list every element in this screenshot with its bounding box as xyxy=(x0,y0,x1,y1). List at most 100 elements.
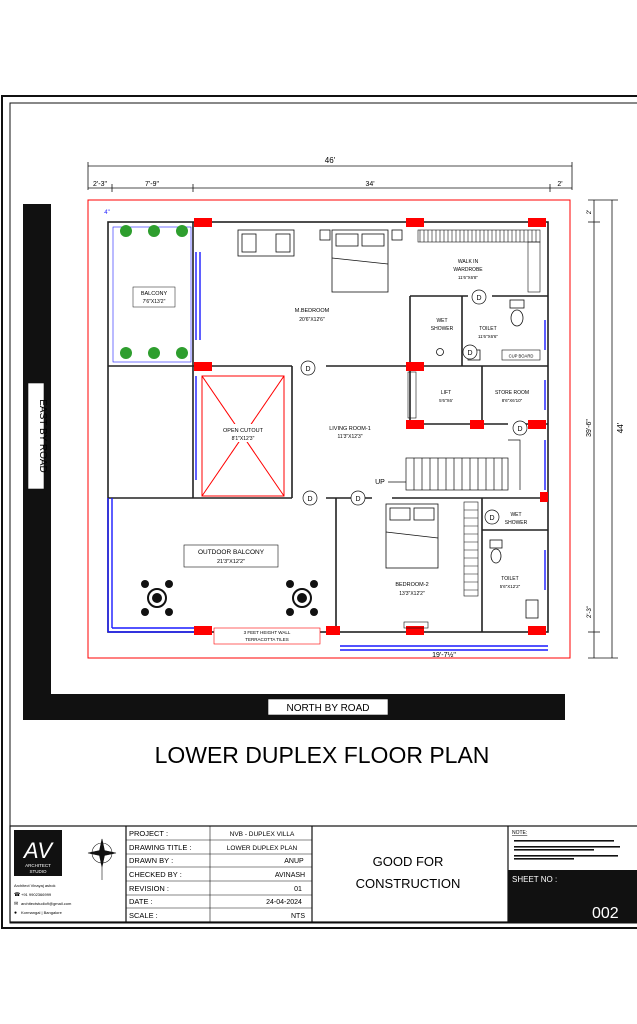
outdoor-balcony-name: OUTDOOR BALCONY xyxy=(198,549,265,556)
double-bed-icon xyxy=(319,229,403,293)
lift-size: 5'6"X6' xyxy=(439,398,453,403)
toilet-1-size: 11'6"X6'6" xyxy=(478,334,498,339)
field-project-label: PROJECT : xyxy=(129,829,168,838)
walk-in-size: 11'6"X6'8" xyxy=(458,275,478,280)
field-date-value: 24-04-2024 xyxy=(266,899,302,906)
walk-in-name-2: WARDROBE xyxy=(453,267,483,273)
field-drawn-by-label: DRAWN BY : xyxy=(129,856,173,865)
wc-icon xyxy=(509,299,525,327)
field-date-label: DATE : xyxy=(129,897,153,906)
bedroom-2-name: BEDROOM-2 xyxy=(395,582,428,588)
sheet-outer-border xyxy=(1,95,637,929)
door-tag-2: D xyxy=(307,496,312,503)
architect-name: Architect Vinayaj ashok xyxy=(14,883,56,888)
notes-text-lines xyxy=(514,840,620,860)
drawing-title: LOWER DUPLEX FLOOR PLAN xyxy=(155,742,490,768)
dim-right-bottom: 2'-3" xyxy=(587,606,593,618)
sheet-inner-border xyxy=(9,102,637,924)
status-line-1: GOOD FOR xyxy=(373,854,444,869)
title-field-grid xyxy=(126,826,312,922)
notes-heading: NOTE: xyxy=(512,830,527,836)
door-tag-6: D xyxy=(517,426,522,433)
bed-2-icon xyxy=(385,503,439,569)
field-drawing-title-value: LOWER DUPLEX PLAN xyxy=(227,845,298,852)
north-road-label-box xyxy=(267,698,389,716)
sofa-icon xyxy=(237,229,295,257)
contact-phone: +91 9902366999 xyxy=(21,892,52,897)
wet-shower-2-name-2: SHOWER xyxy=(505,520,528,526)
stair-up-label: UP xyxy=(375,479,385,486)
toilet-1-name: TOILET xyxy=(479,326,496,332)
glazing-lines xyxy=(107,252,548,651)
field-project-value: NVB - DUPLEX VILLA xyxy=(230,831,295,838)
mail-icon: ✉ xyxy=(14,901,18,907)
field-scale-label: SCALE : xyxy=(129,911,158,920)
field-checked-by-label: CHECKED BY : xyxy=(129,870,182,879)
master-bedroom-size: 20'6"X12'6" xyxy=(299,317,325,323)
balcony-label-box xyxy=(132,286,176,308)
balcony-name: BALCONY xyxy=(141,291,168,297)
wardrobe-rail xyxy=(417,229,541,293)
north-road-label: NORTH BY ROAD xyxy=(287,703,370,714)
wet-shower-2-name-1: WET xyxy=(510,512,521,518)
dim-right-total: 44' xyxy=(616,422,625,433)
dim-seg-2: 7'-9" xyxy=(145,181,159,188)
cup-board-label: CUP BOARD xyxy=(509,354,534,359)
toilet-2-size: 5'6"X12'2" xyxy=(500,584,521,589)
dim-overall-width: 46' xyxy=(325,156,336,165)
wall-note-1: 3 FEET HEIGHT WALL xyxy=(244,630,291,635)
dim-seg-3: 34' xyxy=(365,181,374,188)
dim-small-top: 4" xyxy=(104,210,109,216)
shower-head-icon xyxy=(436,348,444,356)
balcony-size: 7'6"X13'2" xyxy=(143,299,166,305)
sheet-no-label: SHEET NO : xyxy=(512,875,557,884)
dim-seg-4: 2' xyxy=(557,181,562,188)
dim-right-main: 39'-6" xyxy=(586,419,593,437)
field-drawing-title-label: DRAWING TITLE : xyxy=(129,843,192,852)
washbasin-2-icon xyxy=(525,599,539,619)
logo-text: AV xyxy=(22,838,54,863)
field-checked-by-value: AVINASH xyxy=(275,872,305,879)
right-dimensions xyxy=(588,199,618,659)
lift-frame xyxy=(407,371,417,419)
field-revision-label: REVISION : xyxy=(129,884,169,893)
east-road-label: EAST BY ROAD xyxy=(37,399,48,473)
outdoor-balcony-size: 21'3"X12'2" xyxy=(217,559,245,565)
door-tag-4: D xyxy=(476,295,481,302)
wall-note-box xyxy=(213,627,321,645)
bedroom-2-size: 13'3"X12'2" xyxy=(399,591,425,597)
studio-line-1: ARCHITECT xyxy=(25,863,51,868)
contact-location: Kormangal | Bangalore xyxy=(21,910,63,915)
phone-icon: ☎ xyxy=(14,892,20,898)
contact-email: architectstudio9@gmail.com xyxy=(21,901,72,906)
outdoor-balcony-label-box xyxy=(183,544,279,568)
wet-shower-1-name-2: SHOWER xyxy=(431,326,454,332)
staircase xyxy=(388,439,521,491)
door-tag-7: D xyxy=(489,515,494,522)
open-cutout-label-bg xyxy=(216,424,270,442)
wc-2-icon xyxy=(489,539,503,564)
dim-bottom-span: 19'-7½" xyxy=(432,651,456,659)
bedroom-2-wardrobe xyxy=(463,501,479,597)
structural-columns xyxy=(194,218,548,635)
living-room-size: 11'3"X12'3" xyxy=(337,434,362,440)
status-line-2: CONSTRUCTION xyxy=(356,876,461,891)
walk-in-name-1: WALK IN xyxy=(458,259,479,265)
field-scale-value: NTS xyxy=(291,913,305,920)
dim-right-top: 2' xyxy=(587,210,593,214)
studio-logo xyxy=(14,830,62,876)
sheet-no-panel xyxy=(508,870,637,922)
compass-icon xyxy=(87,838,117,880)
living-room-name: LIVING ROOM-1 xyxy=(329,426,371,432)
dining-set-icon xyxy=(141,580,318,616)
field-drawn-by-value: ANUP xyxy=(284,858,304,865)
lift-name: LIFT xyxy=(441,390,451,396)
dim-seg-1: 2'-3" xyxy=(93,181,107,188)
door-tag-3: D xyxy=(355,496,360,503)
open-cutout-size: 8'1"X12'3" xyxy=(232,436,255,442)
plot-boundary xyxy=(87,199,571,659)
field-revision-value: 01 xyxy=(294,886,302,893)
studio-line-2: STUDIO xyxy=(29,869,47,874)
sheet-no-value: 002 xyxy=(592,905,619,922)
